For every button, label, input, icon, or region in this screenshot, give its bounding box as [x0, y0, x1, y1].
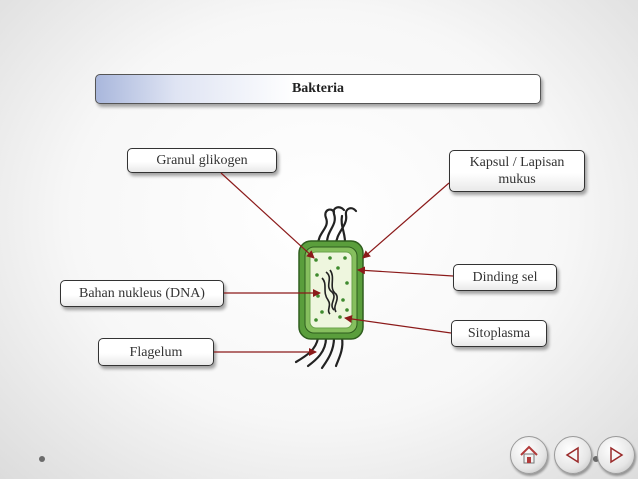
triangle-left-icon — [565, 446, 579, 464]
pointer-arrows — [214, 172, 454, 356]
triangle-right-icon — [610, 446, 624, 464]
forward-button[interactable] — [597, 436, 635, 474]
flagella-top — [316, 206, 358, 247]
home-icon — [520, 445, 538, 464]
diagram-title: Bakteria — [95, 74, 541, 104]
arrow-sitoplasma — [344, 315, 452, 334]
slide-dot-left — [39, 456, 45, 462]
slide-dot-right — [593, 456, 599, 462]
label-kapsul-lapisan-mukus: Kapsul / Lapisan mukus — [449, 150, 585, 192]
label-bahan-nukleus: Bahan nukleus (DNA) — [60, 280, 224, 307]
label-flagelum: Flagelum — [98, 338, 214, 366]
arrow-granul — [220, 172, 315, 259]
flagella-bottom — [294, 336, 344, 370]
back-button[interactable] — [554, 436, 592, 474]
nucleoid-dna — [321, 269, 338, 315]
label-granul-glikogen: Granul glikogen — [127, 148, 277, 173]
label-dinding-sel: Dinding sel — [453, 264, 557, 291]
arrow-kapsul — [362, 182, 450, 259]
arrow-dinding — [357, 266, 454, 277]
label-sitoplasma: Sitoplasma — [451, 320, 547, 347]
home-button[interactable] — [510, 436, 548, 474]
